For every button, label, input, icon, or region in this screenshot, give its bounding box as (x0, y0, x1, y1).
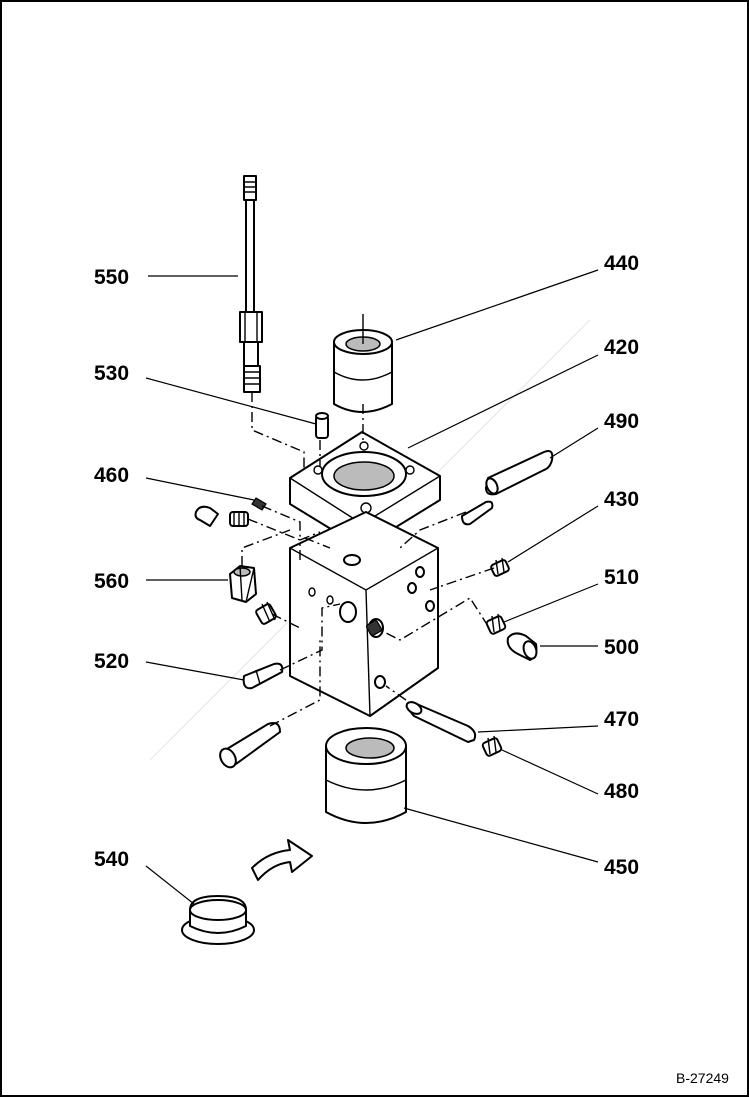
callout-470: 470 (604, 708, 639, 731)
valve-body (289, 511, 439, 717)
part-480-plug (481, 735, 503, 757)
part-530-pin (315, 412, 329, 439)
part-520-pin (242, 662, 284, 690)
callout-440: 440 (604, 252, 639, 275)
part-560-nut (229, 565, 257, 603)
callout-540: 540 (94, 848, 129, 871)
part-550-stud (239, 175, 263, 393)
callout-labels: 550 440 420 530 490 460 430 560 510 500 … (94, 252, 639, 879)
part-460-screw (251, 497, 267, 511)
part-470-pin (405, 701, 477, 743)
part-490-pin (485, 450, 554, 496)
callout-560: 560 (94, 570, 129, 593)
callout-550: 550 (94, 266, 129, 289)
part-500-cap (506, 632, 538, 661)
callout-490: 490 (604, 410, 639, 433)
part-setscrew-left (255, 601, 277, 625)
part-540-cap (181, 895, 255, 945)
part-440-sleeve (333, 314, 393, 413)
callout-520: 520 (94, 650, 129, 673)
callout-420: 420 (604, 336, 639, 359)
part-420-flange (289, 431, 441, 549)
callout-460: 460 (94, 464, 129, 487)
assembly-lines (241, 392, 495, 727)
part-430-plug (490, 557, 510, 577)
callout-450: 450 (604, 856, 639, 879)
leader-lines (145, 269, 599, 905)
part-setscrew-right (365, 619, 383, 637)
figure-number: B-27249 (676, 1070, 729, 1086)
callout-510: 510 (604, 566, 639, 589)
part-rod-lower-left (219, 722, 281, 769)
callout-500: 500 (604, 636, 639, 659)
part-fitting-elbow (194, 505, 249, 527)
callout-430: 430 (604, 488, 639, 511)
part-510-screw (485, 613, 507, 635)
callout-530: 530 (94, 362, 129, 385)
rotation-arrow-icon (251, 839, 313, 881)
part-450-sleeve (325, 727, 407, 824)
callout-480: 480 (604, 780, 639, 803)
part-490-plug (461, 500, 494, 526)
